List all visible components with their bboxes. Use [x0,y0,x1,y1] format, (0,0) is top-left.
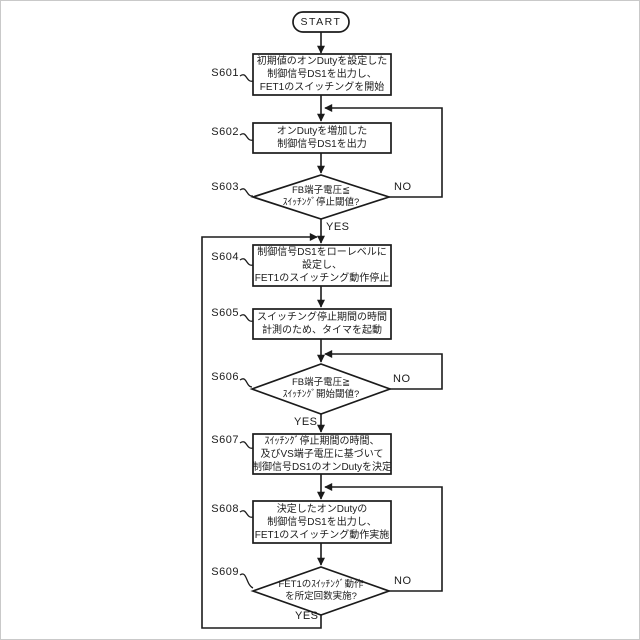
step-label-s609: S609 [211,566,239,578]
branch-label-no-s606: NO [393,373,411,385]
leader-s606 [239,378,253,388]
leader-s601 [239,74,254,82]
node-text-line: 制御信号DS1を出力し、 [267,69,377,80]
step-label-s604: S604 [211,251,239,263]
node-text-s606: FB端子電圧≧ ｽｲｯﾁﾝｸﾞ開始閾値? [252,365,390,413]
node-text-s601: 初期値のオンDutyを設定した 制御信号DS1を出力し、 FET1のスイッチング… [253,54,391,95]
leader-s602 [239,133,254,141]
step-label-s608: S608 [211,503,239,515]
decision-diamond-s603 [250,174,392,220]
node-text-line: 制御信号DS1を出力 [277,139,367,150]
step-label-s603: S603 [211,181,239,193]
node-text-s609: FET1のｽｲｯﾁﾝｸﾞ動作 を所定回数実施? [253,567,389,615]
leader-s603 [239,188,254,197]
step-label-s605: S605 [211,307,239,319]
process-box-s605 [252,308,392,340]
node-text-line: 及びVS端子電圧に基づいて [260,448,384,460]
node-text-line: ｽｲｯﾁﾝｸﾞ開始閾値? [282,389,360,400]
node-text-line: FB端子電圧≦ [291,184,351,196]
connector-s603-no-loop [324,104,443,198]
leader-s608 [239,510,254,518]
node-text-line: 計測のため、タイマを起動 [262,325,382,336]
node-text-s605: スイッチング停止期間の時間 計測のため、タイマを起動 [253,309,391,339]
node-text-line: 初期値のオンDutyを設定した [256,56,388,67]
terminator-start [292,11,350,33]
step-label-s607: S607 [211,434,239,446]
node-text-s608: 決定したオンDutyの 制御信号DS1を出力し、 FET1のスイッチング動作実施 [253,501,391,543]
node-text-s607: ｽｲｯﾁﾝｸﾞ停止期間の時間、 及びVS端子電圧に基づいて 制御信号DS1のオン… [252,434,393,474]
branch-label-yes-s606: YES [294,416,318,428]
branch-label-no-s603: NO [394,181,412,193]
node-text-line: ｽｲｯﾁﾝｸﾞ停止期間の時間、 [264,435,380,447]
node-text-line: 制御信号DS1のオンDutyを決定 [252,461,393,473]
connector-s609-no-loop [324,483,443,592]
node-text-line: 決定したオンDutyの [276,503,368,515]
node-text-s602: オンDutyを増加した 制御信号DS1を出力 [253,123,391,153]
decision-diamond-s606 [249,363,393,415]
node-text-line: 設定し、 [302,260,342,271]
step-label-s606: S606 [211,371,239,383]
node-text-line: オンDutyを増加した [276,126,368,137]
branch-label-yes-s609: YES [295,610,319,622]
node-text-line: ｽｲｯﾁﾝｸﾞ停止閾値? [282,197,360,208]
node-text-line: FET1のスイッチングを開始 [259,82,385,93]
leader-s607 [239,441,254,449]
node-text-line: FET1のスイッチング動作実施 [254,529,390,541]
process-box-s608 [252,500,392,544]
node-text-line: FET1のｽｲｯﾁﾝｸﾞ動作 [278,578,364,590]
node-text-line: 制御信号DS1をローレベルに [257,247,387,258]
connector-s606-no-loop [324,350,443,390]
process-box-s602 [252,122,392,154]
process-box-s607 [252,433,392,475]
leader-s609 [239,573,254,589]
node-text-s603: FB端子電圧≦ ｽｲｯﾁﾝｸﾞ停止閾値? [253,175,389,219]
node-text-line: スイッチング停止期間の時間 [257,312,387,323]
decision-diamond-s609 [250,566,392,616]
node-text-s604: 制御信号DS1をローレベルに 設定し、 FET1のスイッチング動作停止 [253,245,391,286]
connector-s609-yes-loop [201,233,322,629]
node-text-line: 制御信号DS1を出力し、 [267,516,377,528]
node-text-line: FB端子電圧≧ [291,376,351,388]
node-text-line: FET1のスイッチング動作停止 [254,273,390,284]
leader-s604 [239,258,254,266]
branch-label-yes-s603: YES [326,221,350,233]
step-label-s602: S602 [211,126,239,138]
step-label-s601: S601 [211,67,239,79]
process-box-s601 [252,53,392,96]
leader-s605 [239,314,254,322]
start-label: START [300,16,342,28]
node-text-line: を所定回数実施? [285,591,357,602]
branch-label-no-s609: NO [394,575,412,587]
